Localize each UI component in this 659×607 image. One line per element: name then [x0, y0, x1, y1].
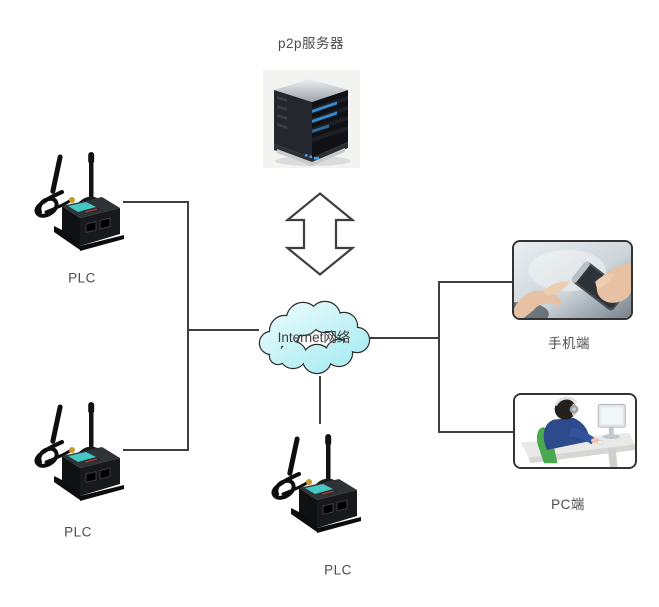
plc-bottom-center-label: PLC	[324, 562, 352, 578]
connector-plc-bottom-left-to-trunk	[123, 449, 188, 451]
connector-right-trunk-vertical	[438, 281, 440, 433]
plc-top-left-label: PLC	[68, 270, 96, 286]
server-label: p2p服务器	[277, 36, 345, 51]
connector-cloud-to-plc-bottom	[319, 376, 321, 424]
internet-cloud: Internet网络	[251, 293, 377, 383]
plc-image-top-left	[26, 150, 126, 258]
up-down-arrow-icon	[285, 192, 355, 276]
plc-bottom-left-label: PLC	[64, 524, 92, 540]
connector-trunk-to-pc	[440, 431, 513, 433]
connector-trunk-to-cloud	[188, 329, 259, 331]
connector-trunk-to-phone	[440, 281, 512, 283]
pc-image	[513, 393, 637, 469]
connector-cloud-to-right-trunk	[369, 337, 440, 339]
connector-left-trunk-vertical	[187, 201, 189, 451]
plc-image-bottom-center	[263, 430, 363, 542]
connector-plc-top-left-to-trunk	[123, 201, 188, 203]
pc-label: PC端	[551, 497, 585, 512]
cloud-label: Internet网络	[278, 330, 351, 345]
phone-label: 手机端	[548, 336, 590, 351]
plc-image-bottom-left	[26, 400, 126, 508]
server-image	[263, 70, 360, 168]
phone-image	[512, 240, 633, 320]
